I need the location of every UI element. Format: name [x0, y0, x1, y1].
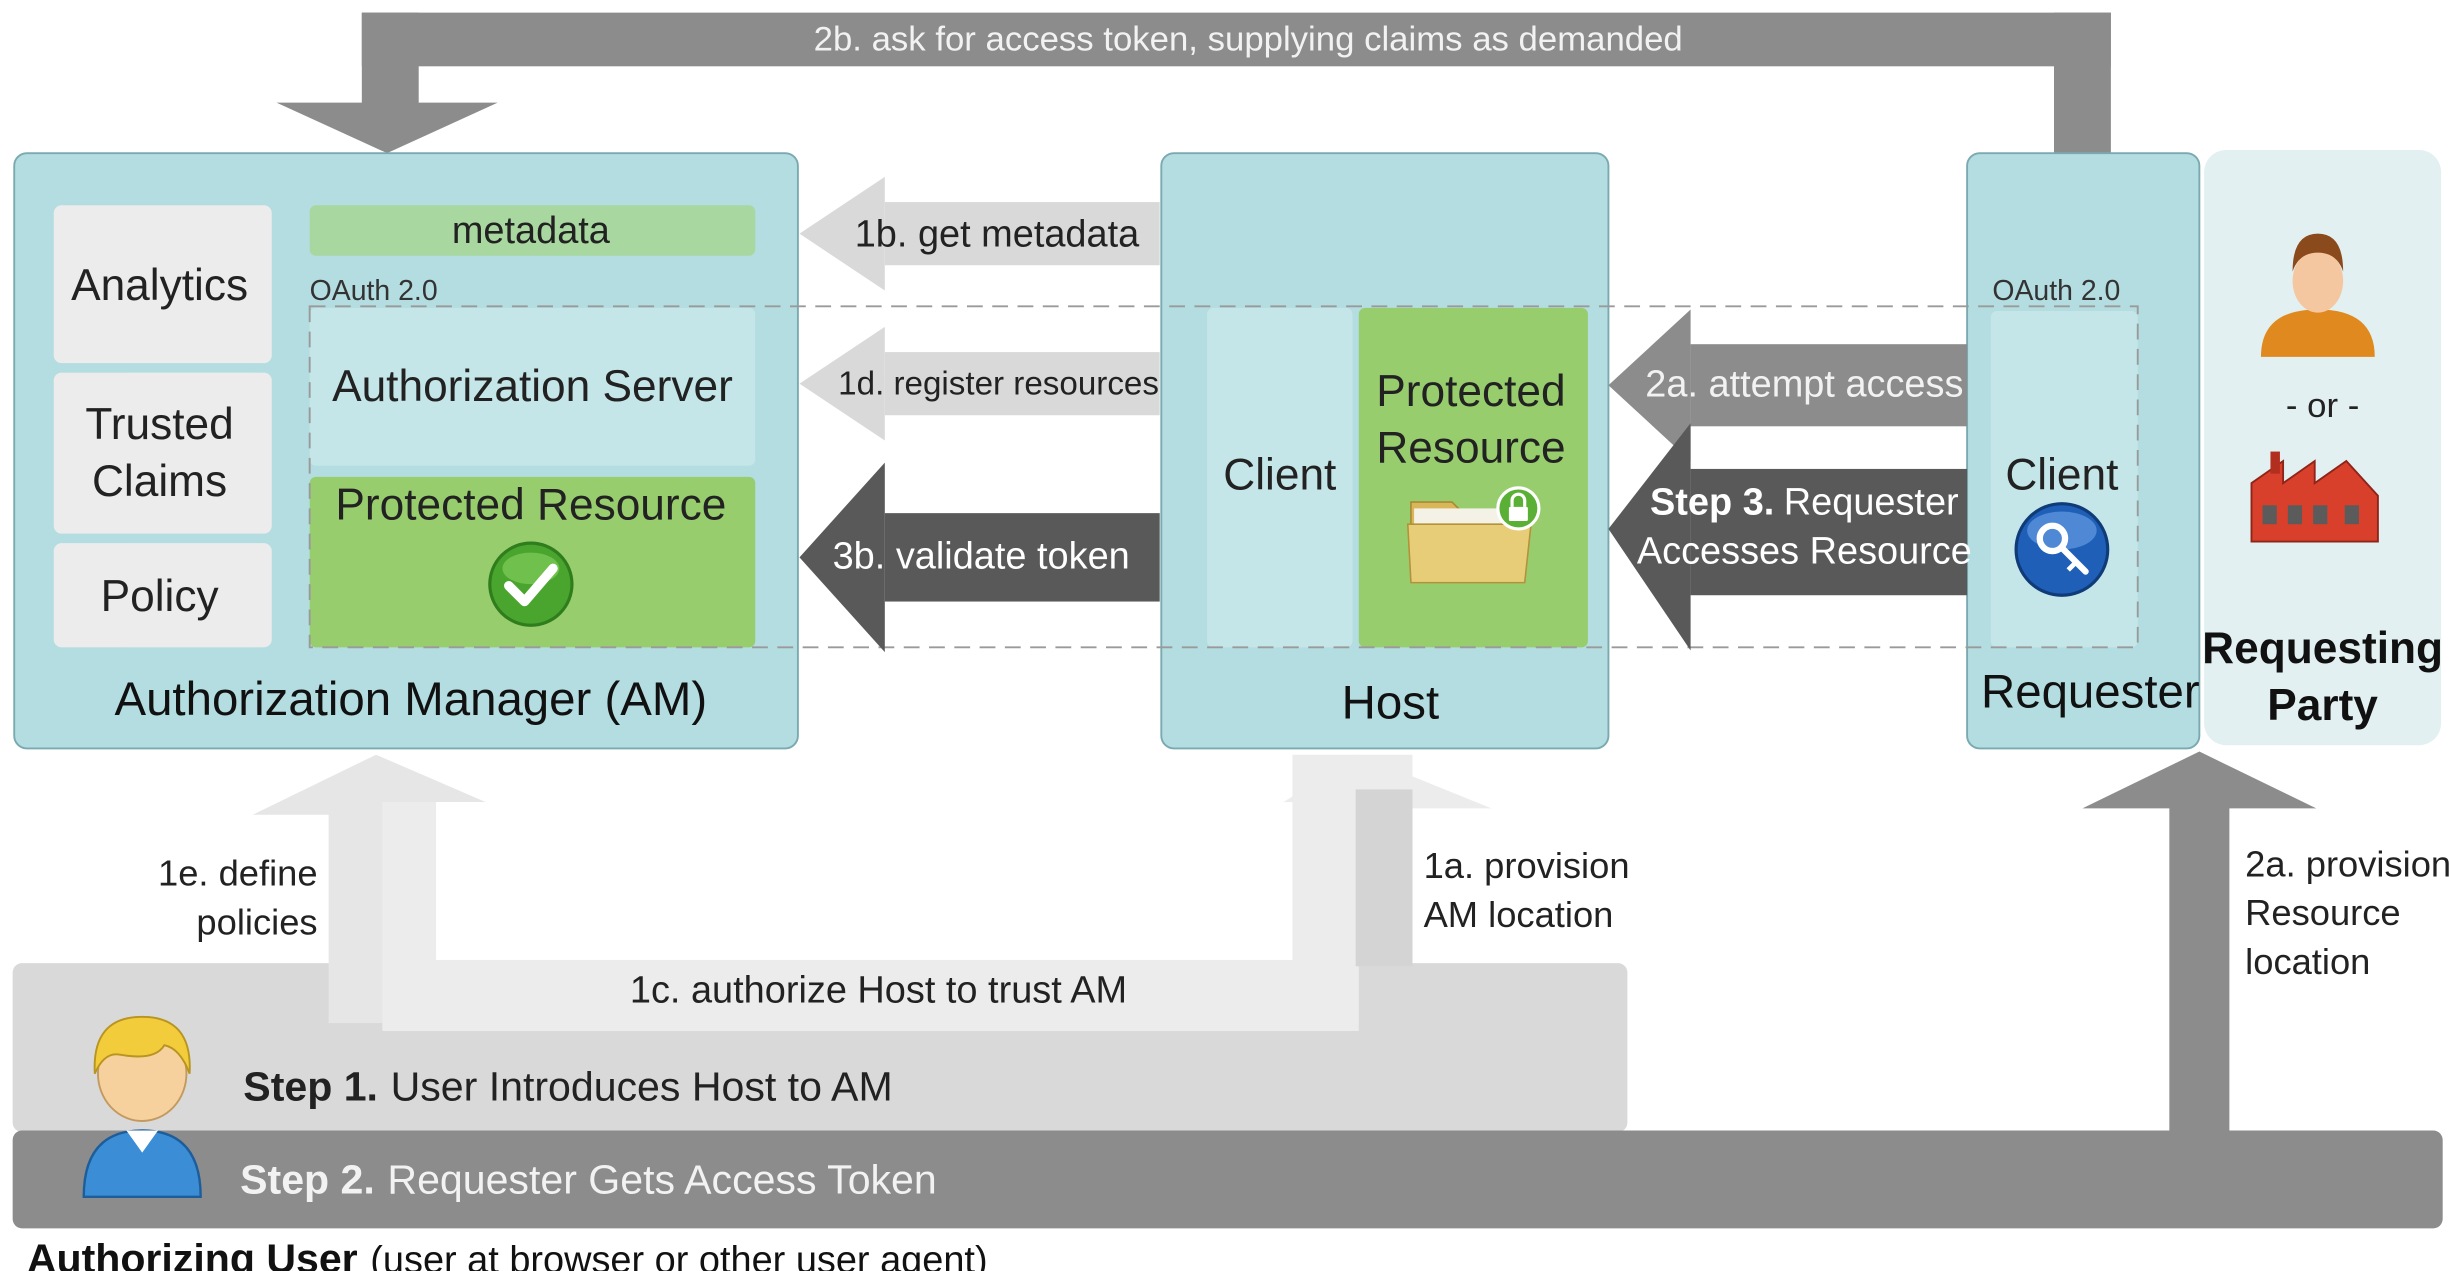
step2-text: Requester Gets Access Token [387, 1157, 936, 1203]
requester-oauth-label: OAuth 2.0 [1992, 275, 2120, 307]
arrow-1a-label-2: AM location [1424, 894, 1614, 935]
requesting-party-label-2: Party [2267, 681, 2378, 730]
host-client-box [1207, 307, 1353, 648]
arrow-1e-label-2: policies [196, 902, 317, 943]
analytics-box [53, 205, 272, 364]
step3-label-line2: Accesses Resource [1637, 531, 1972, 573]
arrow-1d-label: 1d. register resources [838, 366, 1159, 403]
arrow-1b-label: 1b. get metadata [855, 213, 1140, 255]
step2-band [12, 1130, 2443, 1229]
arrow-1c-label: 1c. authorize Host to trust AM [630, 970, 1127, 1012]
arrow-3b-label: 3b. validate token [833, 535, 1130, 577]
step3-label-line1: Step 3.Requester [1650, 482, 1959, 524]
requester-title: Requester [1981, 665, 2200, 718]
step2-label: Step 2. Requester Gets Access Token [240, 1157, 937, 1203]
arrow-step3 [1608, 423, 1968, 651]
oauth-dashed-region [308, 305, 2139, 649]
requesting-party-label-1: Requesting [2202, 624, 2443, 673]
footer-label: Authorizing User (user at browser or othe… [27, 1236, 988, 1271]
user-icon [2260, 233, 2375, 357]
arrow-1a-label-1: 1a. provision [1424, 845, 1630, 886]
footer-bold: Authorizing User [27, 1236, 358, 1271]
checkmark-icon [488, 541, 574, 627]
step3-line1: Requester [1784, 482, 1959, 524]
requesting-party-panel [2204, 149, 2442, 746]
arrow-1b [799, 176, 1160, 291]
or-label: - or - [2286, 387, 2359, 425]
host-title: Host [1342, 676, 1439, 729]
arrow-2a-provision-label-3: location [2245, 941, 2370, 982]
step1-label: Step 1. User Introduces Host to AM [243, 1063, 892, 1109]
step1-text: User Introduces Host to AM [391, 1063, 893, 1109]
arrow-2a-provision [2082, 751, 2317, 1137]
arrow-2a-provision-label-2: Resource [2245, 892, 2400, 933]
host-protected-resource-box [1358, 307, 1588, 648]
trusted-claims-box [53, 372, 272, 534]
arrow-3b [799, 462, 1160, 653]
host-pr-label-2: Resource [1376, 424, 1565, 473]
am-protected-resource-label: Protected Resource [335, 480, 726, 529]
arrow-1a [1355, 789, 1413, 967]
analytics-label: Analytics [71, 261, 248, 310]
arrow-2a-attempt [1608, 309, 1968, 462]
arrow-2b [276, 12, 2111, 155]
am-title: Authorization Manager (AM) [114, 673, 707, 726]
footer-rest: (user at browser or other user agent) [370, 1240, 987, 1271]
step1-bold: Step 1. [243, 1063, 378, 1109]
metadata-label: metadata [452, 210, 611, 252]
arrow-1d [799, 326, 1160, 441]
key-icon [2014, 502, 2110, 597]
am-oauth-label: OAuth 2.0 [310, 275, 438, 307]
step2-bold: Step 2. [240, 1157, 375, 1203]
arrow-2a-provision-label-1: 2a. provision [2245, 843, 2449, 884]
authorizing-user-icon [82, 1015, 202, 1198]
metadata-box [309, 205, 756, 256]
folder-lock-icon [1406, 486, 1541, 584]
policy-box [53, 543, 272, 648]
arrow-1e-label-1: 1e. define [158, 853, 318, 894]
trusted-claims-label-2: Claims [92, 457, 227, 506]
factory-icon [2250, 451, 2379, 543]
policy-label: Policy [101, 572, 220, 621]
arrow-2b-label: 2b. ask for access token, supplying clai… [814, 21, 1683, 59]
trusted-claims-label-1: Trusted [85, 400, 233, 449]
step3-bold: Step 3. [1650, 482, 1774, 524]
host-pr-label-1: Protected [1376, 367, 1565, 416]
requester-client-label: Client [2005, 450, 2118, 499]
host-client-label: Client [1223, 450, 1336, 499]
authorization-server-box [309, 307, 756, 466]
authorization-server-label: Authorization Server [332, 362, 733, 411]
arrow-2a-attempt-label: 2a. attempt access [1645, 363, 1963, 405]
